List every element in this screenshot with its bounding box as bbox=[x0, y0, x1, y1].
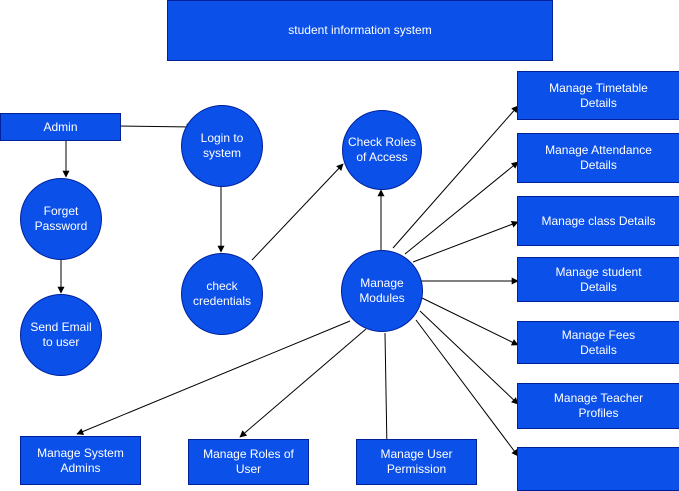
manage-student-node: Manage student Details bbox=[517, 257, 679, 302]
edge-modules-to-class bbox=[412, 220, 519, 263]
manage-user-permission-node: Manage User Permission bbox=[356, 439, 477, 485]
manage-attendance-node: Manage Attendance Details bbox=[517, 133, 679, 183]
edge-modules-to-fees bbox=[421, 297, 519, 346]
manage-fees-node: Manage Fees Details bbox=[517, 321, 679, 364]
check-credentials-node: check credentials bbox=[181, 253, 263, 335]
edge-modules-to-user-permission bbox=[383, 332, 391, 451]
admin-node: Admin bbox=[0, 113, 121, 141]
login-node: Login to system bbox=[181, 105, 263, 187]
manage-modules-node: Manage Modules bbox=[341, 250, 423, 332]
edge-check-credentials-to-check-roles bbox=[251, 163, 344, 261]
title-box: student information system bbox=[167, 0, 553, 61]
edge-modules-to-system-admins bbox=[76, 320, 351, 435]
manage-class-node: Manage class Details bbox=[517, 196, 679, 246]
unlabeled-module-node bbox=[517, 447, 679, 491]
edge-modules-to-blank bbox=[415, 319, 519, 457]
edge-modules-to-attendance bbox=[404, 161, 519, 255]
manage-teacher-node: Manage Teacher Profiles bbox=[517, 383, 679, 429]
manage-roles-of-user-node: Manage Roles of User bbox=[188, 439, 309, 485]
check-roles-node: Check Roles of Access bbox=[342, 110, 422, 190]
forget-password-node: Forget Password bbox=[20, 178, 102, 260]
edge-modules-to-timetable bbox=[392, 105, 519, 249]
manage-timetable-node: Manage Timetable Details bbox=[517, 71, 679, 120]
manage-system-admins-node: Manage System Admins bbox=[20, 436, 141, 485]
edge-admin-to-login bbox=[119, 123, 194, 131]
send-email-node: Send Email to user bbox=[20, 294, 102, 376]
edge-modules-to-teacher bbox=[419, 310, 519, 405]
edge-modules-to-roles-of-user bbox=[239, 328, 367, 438]
diagram-title: student information system bbox=[288, 23, 432, 37]
